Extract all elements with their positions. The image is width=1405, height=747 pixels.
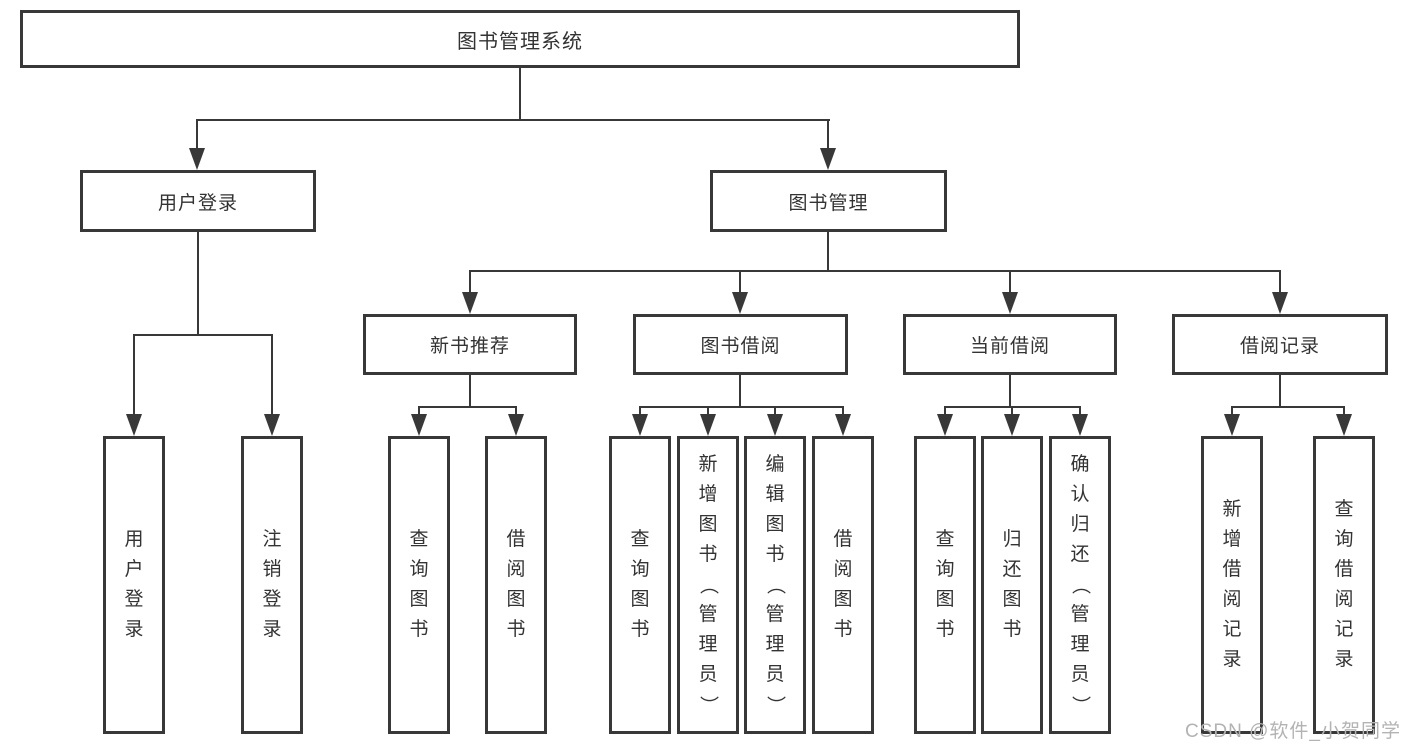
leaf-add-borrow-record: 新增借阅记录 xyxy=(1201,436,1263,734)
connector-book-management-stem xyxy=(827,232,829,272)
node-book-borrow: 图书借阅 xyxy=(633,314,848,375)
arrowhead-query-books-2 xyxy=(632,414,648,436)
connector-new-book-bus xyxy=(418,406,517,408)
connector-drop-new-book xyxy=(469,270,471,294)
leaf-edit-books-label: 编辑图书（管理员） xyxy=(764,454,786,715)
connector-root-stem xyxy=(519,68,521,121)
arrowhead-leaf-logout xyxy=(264,414,280,436)
connector-drop-current-borrow xyxy=(1009,270,1011,294)
leaf-confirm-return-label: 确认归还（管理员） xyxy=(1069,454,1091,715)
node-root: 图书管理系统 xyxy=(20,10,1020,68)
arrowhead-add-books xyxy=(700,414,716,436)
leaf-add-books-label: 新增图书（管理员） xyxy=(697,454,719,715)
leaf-query-books-3: 查询图书 xyxy=(914,436,976,734)
leaf-return-books: 归还图书 xyxy=(981,436,1043,734)
leaf-query-borrow-record: 查询借阅记录 xyxy=(1313,436,1375,734)
arrowhead-confirm-return xyxy=(1072,414,1088,436)
leaf-query-books-2: 查询图书 xyxy=(609,436,671,734)
arrowhead-borrow-books-1 xyxy=(508,414,524,436)
csdn-watermark: CSDN @软件_小贺同学 xyxy=(1185,721,1401,742)
node-new-book-recommend-label: 新书推荐 xyxy=(429,336,510,357)
arrowhead-book-borrow xyxy=(732,292,748,314)
connector-drop-add-books xyxy=(707,406,709,416)
leaf-query-borrow-record-label: 查询借阅记录 xyxy=(1334,499,1354,670)
leaf-return-books-label: 归还图书 xyxy=(1002,529,1022,640)
connector-current-borrow-stem xyxy=(1009,375,1011,408)
node-root-label: 图书管理系统 xyxy=(457,30,583,53)
arrowhead-borrow-books-2 xyxy=(835,414,851,436)
leaf-user-login: 用户登录 xyxy=(103,436,165,734)
arrowhead-borrow-record xyxy=(1272,292,1288,314)
node-book-management-label: 图书管理 xyxy=(788,192,869,214)
connector-user-login-stem xyxy=(197,232,199,336)
leaf-query-books-3-label: 查询图书 xyxy=(935,529,955,640)
leaf-query-books-2-label: 查询图书 xyxy=(630,529,650,640)
connector-drop-leaf-login xyxy=(133,334,135,416)
leaf-borrow-books-1-label: 借阅图书 xyxy=(506,529,526,640)
node-current-borrow: 当前借阅 xyxy=(903,314,1117,375)
connector-root-bus xyxy=(196,119,830,121)
connector-book-borrow-bus xyxy=(639,406,844,408)
node-current-borrow-label: 当前借阅 xyxy=(969,336,1050,357)
node-book-borrow-label: 图书借阅 xyxy=(700,336,781,357)
leaf-confirm-return: 确认归还（管理员） xyxy=(1049,436,1111,734)
arrowhead-user-login xyxy=(189,148,205,170)
connector-drop-return-books xyxy=(1011,406,1013,416)
connector-drop-borrow-books-1 xyxy=(515,406,517,416)
connector-book-borrow-stem xyxy=(739,375,741,408)
arrowhead-new-book xyxy=(462,292,478,314)
connector-borrow-record-bus xyxy=(1231,406,1345,408)
connector-borrow-record-stem xyxy=(1279,375,1281,408)
arrowhead-book-management xyxy=(820,148,836,170)
arrowhead-leaf-login xyxy=(126,414,142,436)
node-book-management: 图书管理 xyxy=(710,170,947,232)
connector-drop-leaf-logout xyxy=(271,334,273,416)
leaf-edit-books: 编辑图书（管理员） xyxy=(744,436,806,734)
connector-drop-edit-books xyxy=(774,406,776,416)
node-borrow-record: 借阅记录 xyxy=(1172,314,1388,375)
leaf-borrow-books-2-label: 借阅图书 xyxy=(833,529,853,640)
leaf-query-books-1: 查询图书 xyxy=(388,436,450,734)
connector-drop-confirm-return xyxy=(1079,406,1081,416)
arrowhead-return-books xyxy=(1004,414,1020,436)
leaf-add-books: 新增图书（管理员） xyxy=(677,436,739,734)
arrowhead-edit-books xyxy=(767,414,783,436)
node-borrow-record-label: 借阅记录 xyxy=(1239,336,1320,357)
leaf-user-login-label: 用户登录 xyxy=(124,529,144,640)
connector-drop-user-login xyxy=(196,119,198,150)
node-user-login: 用户登录 xyxy=(80,170,316,232)
connector-drop-query-books-2 xyxy=(639,406,641,416)
connector-book-management-bus xyxy=(469,270,1281,272)
arrowhead-current-borrow xyxy=(1002,292,1018,314)
connector-drop-query-books-3 xyxy=(944,406,946,416)
connector-new-book-stem xyxy=(469,375,471,408)
arrowhead-add-borrow-record xyxy=(1224,414,1240,436)
arrowhead-query-borrow-record xyxy=(1336,414,1352,436)
leaf-logout: 注销登录 xyxy=(241,436,303,734)
leaf-logout-label: 注销登录 xyxy=(262,529,282,640)
connector-drop-book-borrow xyxy=(739,270,741,294)
connector-drop-add-borrow-record xyxy=(1231,406,1233,416)
connector-drop-borrow-books-2 xyxy=(842,406,844,416)
connector-drop-query-borrow-record xyxy=(1343,406,1345,416)
leaf-borrow-books-2: 借阅图书 xyxy=(812,436,874,734)
node-new-book-recommend: 新书推荐 xyxy=(363,314,577,375)
arrowhead-query-books-1 xyxy=(411,414,427,436)
connector-drop-book-management xyxy=(827,119,829,150)
connector-user-login-bus xyxy=(133,334,273,336)
node-user-login-label: 用户登录 xyxy=(157,192,238,214)
arrowhead-query-books-3 xyxy=(937,414,953,436)
leaf-query-books-1-label: 查询图书 xyxy=(409,529,429,640)
leaf-borrow-books-1: 借阅图书 xyxy=(485,436,547,734)
leaf-add-borrow-record-label: 新增借阅记录 xyxy=(1222,499,1242,670)
connector-drop-borrow-record xyxy=(1279,270,1281,294)
connector-drop-query-books-1 xyxy=(418,406,420,416)
